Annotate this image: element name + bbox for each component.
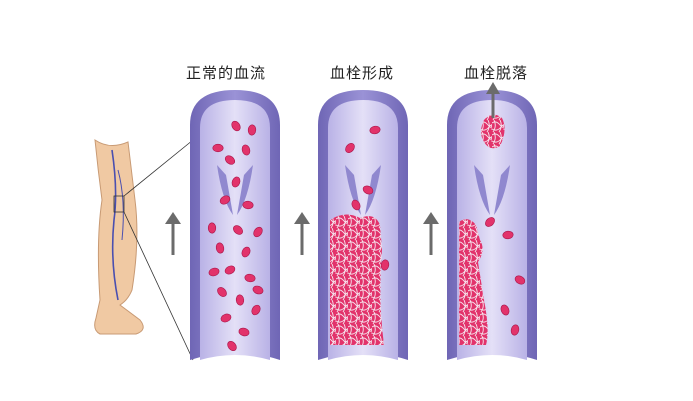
embolus-arrow bbox=[486, 82, 500, 94]
vessel-thrombus bbox=[318, 90, 408, 360]
flow-arrow-1 bbox=[165, 212, 181, 255]
red-blood-cell bbox=[208, 223, 216, 234]
thrombus-clot bbox=[330, 214, 384, 345]
leg-illustration bbox=[95, 140, 193, 360]
flow-arrow-3 bbox=[423, 212, 439, 255]
flow-arrow-2 bbox=[294, 212, 310, 255]
red-blood-cell bbox=[213, 144, 223, 152]
